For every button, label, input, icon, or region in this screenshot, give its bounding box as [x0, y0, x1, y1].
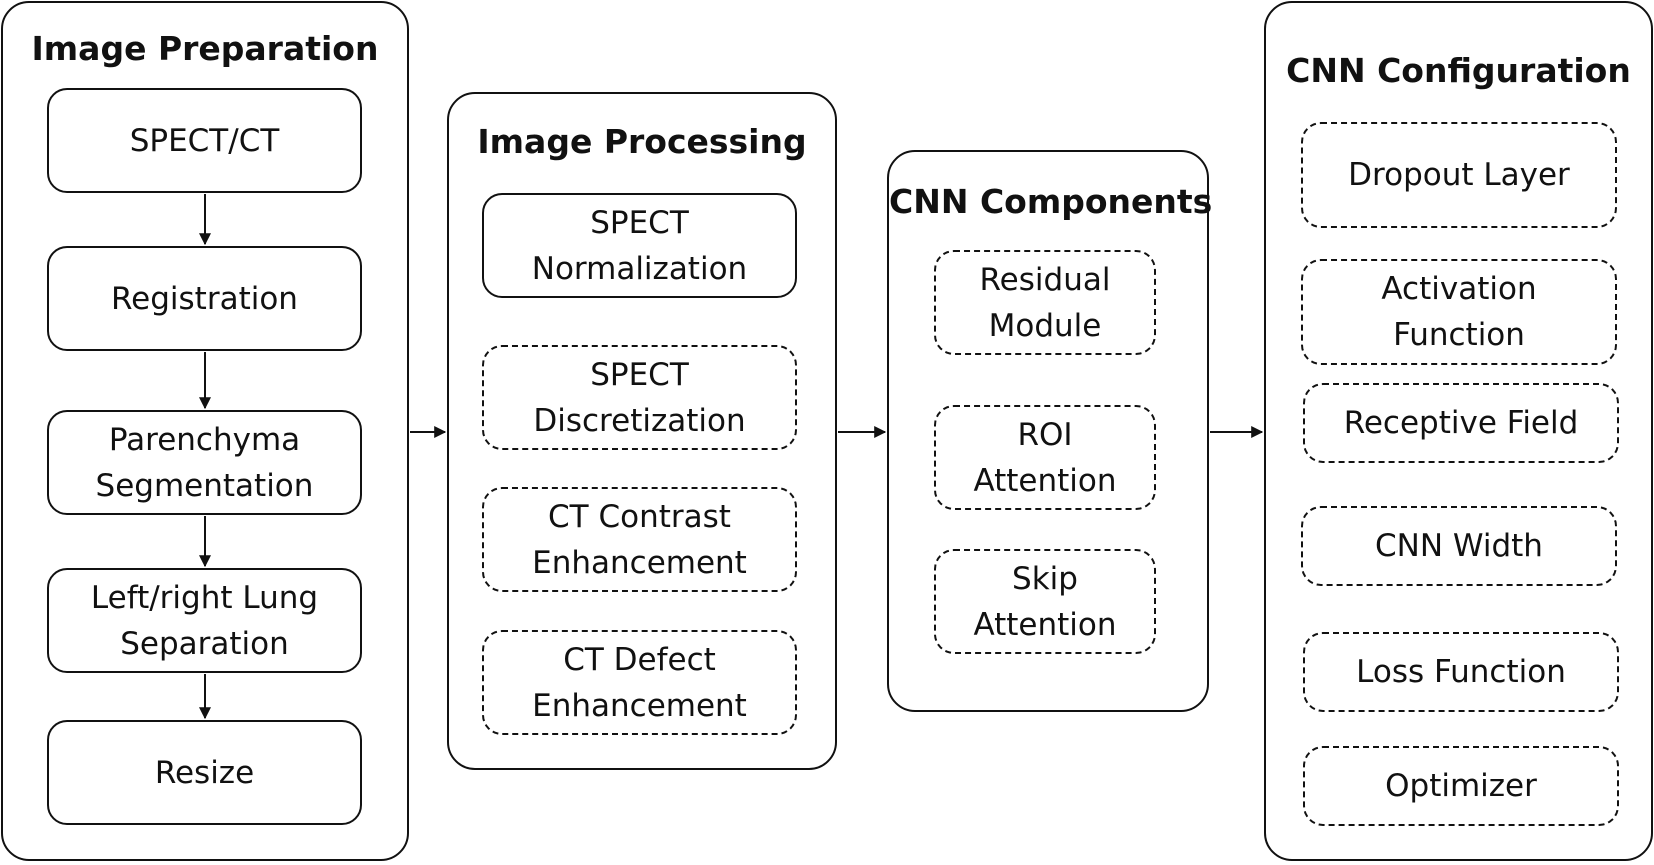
step-label: Loss Function — [1356, 654, 1566, 690]
step-label: Skip Attention — [973, 560, 1117, 643]
step-label: Parenchyma Segmentation — [95, 421, 314, 504]
dropout-layer-step: Dropout Layer — [1301, 122, 1617, 228]
spect-ct-step: SPECT/CT — [47, 88, 362, 193]
receptive-field-step: Receptive Field — [1303, 383, 1619, 463]
step-label: Activation Function — [1381, 271, 1537, 353]
ct-contrast-enhancement-step: CT Contrast Enhancement — [482, 487, 797, 592]
cnn-configuration-title: CNN Configuration — [1286, 51, 1631, 90]
step-label: Residual Module — [979, 261, 1111, 344]
activation-function-step: Activation Function — [1301, 259, 1617, 365]
optimizer-step: Optimizer — [1303, 746, 1619, 826]
ct-defect-enhancement-step: CT Defect Enhancement — [482, 630, 797, 735]
step-label: Receptive Field — [1343, 405, 1579, 441]
step-label: Optimizer — [1385, 768, 1537, 804]
step-label: Left/right Lung Separation — [90, 579, 319, 662]
registration-step: Registration — [47, 246, 362, 351]
step-label: CT Contrast Enhancement — [532, 498, 747, 581]
step-label: ROI Attention — [973, 416, 1117, 499]
image-preparation-title: Image Preparation — [31, 29, 379, 68]
cnn-components-title: CNN Components — [889, 182, 1213, 221]
step-label: CNN Width — [1375, 528, 1543, 564]
lung-separation-step: Left/right Lung Separation — [47, 568, 362, 673]
step-label: Resize — [154, 754, 255, 791]
resize-step: Resize — [47, 720, 362, 825]
step-label: CT Defect Enhancement — [532, 641, 747, 724]
step-label: Registration — [111, 280, 298, 317]
parenchyma-segmentation-step: Parenchyma Segmentation — [47, 410, 362, 515]
step-label: Dropout Layer — [1348, 157, 1570, 193]
step-label: SPECT/CT — [129, 122, 280, 159]
cnn-width-step: CNN Width — [1301, 506, 1617, 586]
loss-function-step: Loss Function — [1303, 632, 1619, 712]
step-label: SPECT Discretization — [533, 356, 746, 439]
skip-attention-step: Skip Attention — [934, 549, 1156, 654]
step-label: SPECT Normalization — [531, 204, 748, 287]
roi-attention-step: ROI Attention — [934, 405, 1156, 510]
image-processing-title: Image Processing — [477, 122, 807, 161]
spect-normalization-step: SPECT Normalization — [482, 193, 797, 298]
residual-module-step: Residual Module — [934, 250, 1156, 355]
spect-discretization-step: SPECT Discretization — [482, 345, 797, 450]
